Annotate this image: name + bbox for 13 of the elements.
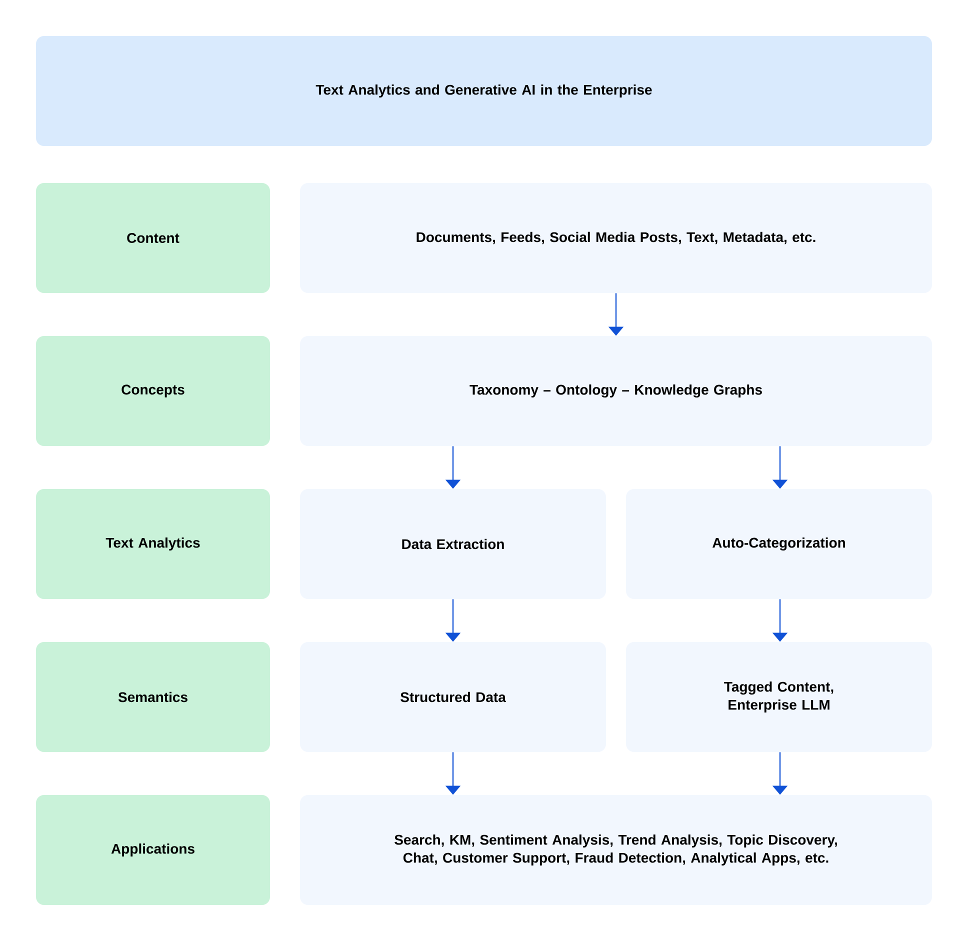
title-band: Text Analytics and Generative AI in the Enterprise [36, 36, 932, 146]
content-box: Structured Data [300, 642, 606, 752]
content-box: Taxonomy – Ontology – Knowledge Graphs [300, 336, 932, 446]
category-box: Concepts [36, 336, 270, 446]
content-box: Tagged Content, Enterprise LLM [626, 642, 932, 752]
content-box: Data Extraction [300, 489, 606, 599]
category-box: Text Analytics [36, 489, 270, 599]
category-box: Content [36, 183, 270, 293]
content-box: Search, KM, Sentiment Analysis, Trend Analysis, Topic Discovery, Chat, Customer Support, Fraud Detection, Analytical Apps, etc. [300, 795, 932, 905]
content-box: Auto-Categorization [626, 489, 932, 599]
category-box: Applications [36, 795, 270, 905]
content-box: Documents, Feeds, Social Media Posts, Text, Metadata, etc. [300, 183, 932, 293]
category-box: Semantics [36, 642, 270, 752]
